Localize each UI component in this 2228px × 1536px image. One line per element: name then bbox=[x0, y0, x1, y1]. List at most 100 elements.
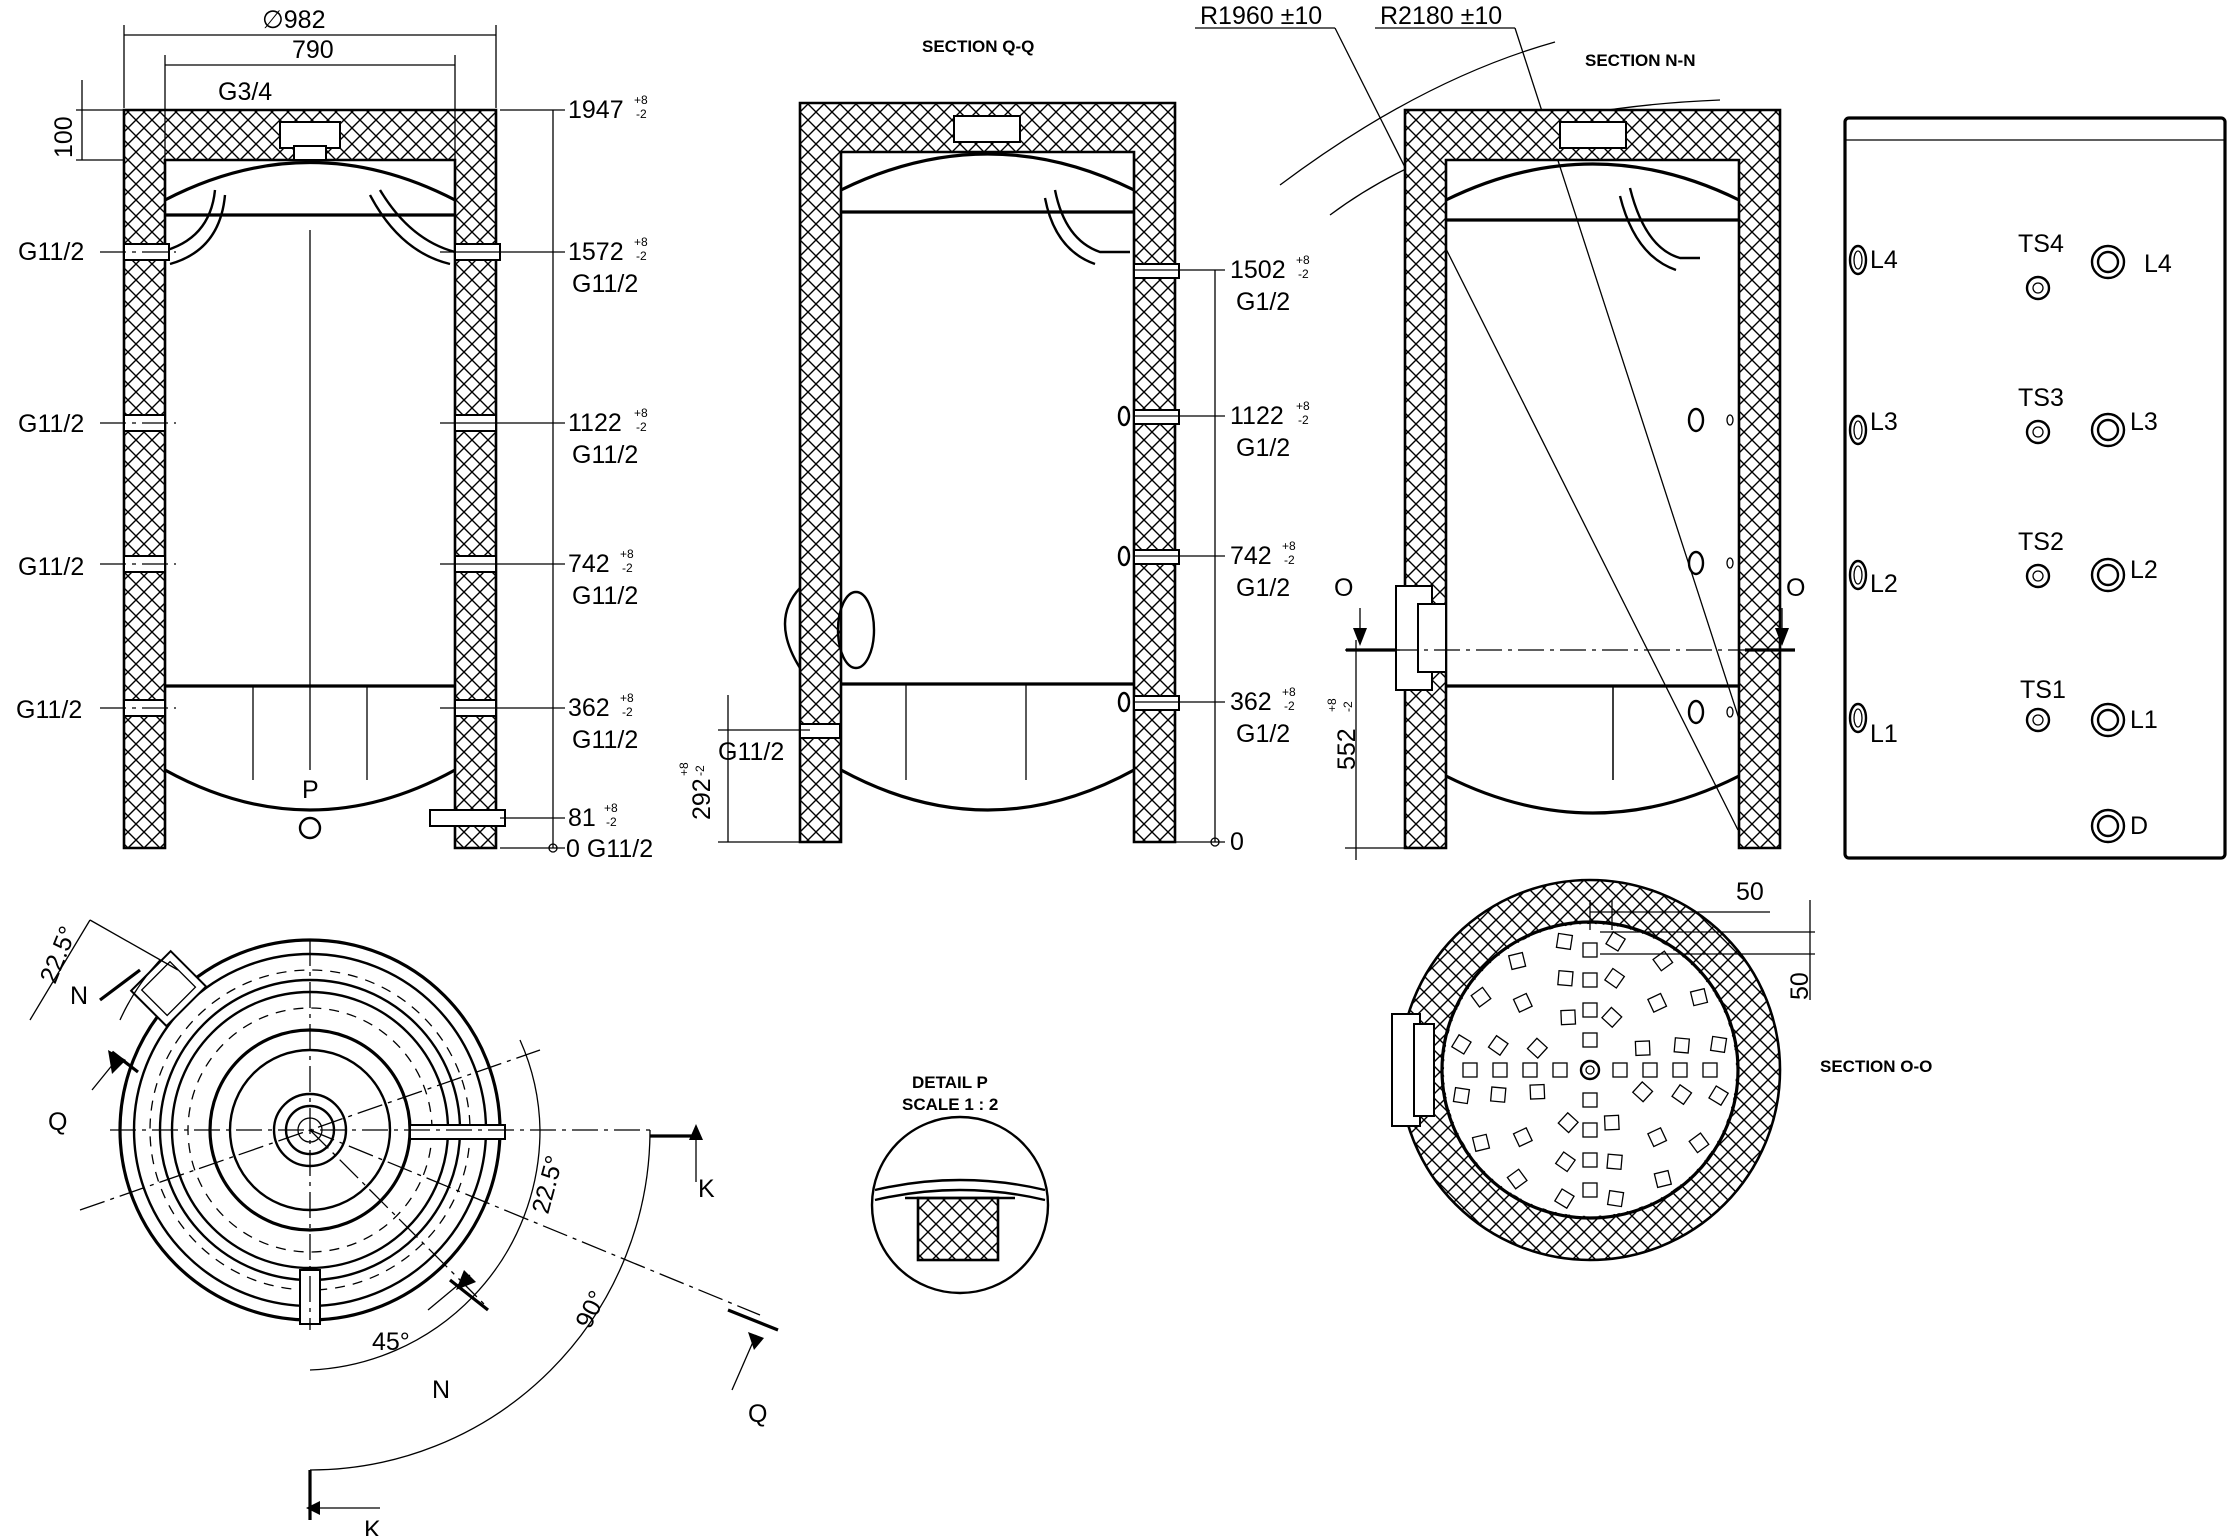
qq-drain-thread: G11/2 bbox=[718, 738, 784, 766]
oo-hole bbox=[1553, 1188, 1575, 1210]
radius-inner-label: R1960 ±10 bbox=[1200, 2, 1322, 30]
qq-height-742: 742 +8 -2 G1/2 bbox=[1230, 539, 1296, 602]
section-mark-q-left: Q bbox=[48, 1108, 67, 1136]
oo-hole bbox=[1582, 1182, 1598, 1198]
svg-text:-2: -2 bbox=[636, 249, 647, 263]
svg-text:1122: 1122 bbox=[568, 409, 622, 437]
port-label-l2: L2 bbox=[1870, 570, 1898, 598]
sensor-label-ts2: TS2 bbox=[2018, 528, 2064, 556]
oo-hole bbox=[1708, 1085, 1730, 1107]
svg-text:+8: +8 bbox=[620, 547, 634, 561]
qq-drain-height: 292 bbox=[688, 778, 716, 820]
front-height-ticks bbox=[440, 109, 565, 849]
svg-text:G11/2: G11/2 bbox=[572, 270, 638, 298]
svg-text:G11/2: G11/2 bbox=[572, 441, 638, 469]
svg-text:G1/2: G1/2 bbox=[1236, 720, 1290, 748]
svg-text:+8: +8 bbox=[1325, 698, 1339, 712]
oo-hole bbox=[1605, 930, 1627, 952]
top-manhole bbox=[129, 949, 208, 1028]
qq-height-362: 362 +8 -2 G1/2 bbox=[1230, 685, 1296, 748]
oo-hole bbox=[1582, 1002, 1598, 1018]
oo-hole bbox=[1612, 1062, 1628, 1078]
svg-text:-2: -2 bbox=[1341, 701, 1355, 712]
svg-text:+8: +8 bbox=[634, 235, 648, 249]
svg-text:362: 362 bbox=[568, 694, 610, 722]
insulation-top-dimension: 100 bbox=[50, 116, 78, 158]
svg-text:+8: +8 bbox=[620, 691, 634, 705]
oo-hole bbox=[1555, 932, 1574, 951]
oo-hole bbox=[1522, 1062, 1538, 1078]
svg-text:-2: -2 bbox=[1284, 699, 1295, 713]
side-view: L4 L3 L2 L1 TS4 TS3 TS2 TS1 L4 L3 L2 L1 … bbox=[1843, 116, 2227, 860]
svg-text:1122: 1122 bbox=[1230, 402, 1284, 430]
detail-p: DETAIL P SCALE 1 : 2 bbox=[870, 1073, 1050, 1295]
left-port-label: G11/2 bbox=[18, 238, 84, 266]
section-nn-title: SECTION N-N bbox=[1585, 51, 1696, 70]
qq-insulation bbox=[798, 101, 1177, 844]
oo-hole bbox=[1506, 1168, 1528, 1190]
oo-hole bbox=[1647, 992, 1668, 1013]
height-1572: 1572 +8 -2 G11/2 bbox=[568, 235, 648, 298]
section-qq-title: SECTION Q-Q bbox=[922, 37, 1034, 56]
oo-hole bbox=[1689, 987, 1709, 1007]
section-mark-k-right: K bbox=[698, 1175, 715, 1203]
flange-height-dimension: 552 bbox=[1333, 728, 1361, 770]
oo-hole bbox=[1462, 1062, 1478, 1078]
oo-hole bbox=[1671, 1083, 1693, 1106]
detail-p-title: DETAIL P bbox=[912, 1073, 988, 1092]
detail-mark-p: P bbox=[302, 776, 319, 804]
svg-text:-2: -2 bbox=[1284, 553, 1295, 567]
svg-text:1947: 1947 bbox=[568, 96, 624, 124]
svg-text:-2: -2 bbox=[606, 815, 617, 829]
sensor-label-ts3: TS3 bbox=[2018, 384, 2064, 412]
inner-width-dimension: 790 bbox=[292, 36, 334, 64]
oo-hole bbox=[1489, 1086, 1507, 1103]
oo-hole bbox=[1507, 951, 1527, 971]
oo-hole bbox=[1631, 1081, 1654, 1103]
port-label-l1: L1 bbox=[1870, 720, 1898, 748]
svg-text:G11/2: G11/2 bbox=[572, 726, 638, 754]
height-1122: 1122 +8 -2 G11/2 bbox=[568, 406, 648, 469]
arc-90 bbox=[309, 1129, 651, 1471]
detail-p-scale: SCALE 1 : 2 bbox=[902, 1095, 998, 1114]
oo-hole bbox=[1560, 1009, 1577, 1026]
oo-hole bbox=[1582, 1032, 1598, 1048]
oo-hole bbox=[1552, 1062, 1568, 1078]
oo-hole bbox=[1470, 986, 1492, 1008]
angle-45-label: 45° bbox=[372, 1328, 410, 1356]
section-mark-o-right: O bbox=[1786, 574, 1805, 602]
bottom-drain bbox=[298, 816, 322, 840]
port-label-l1-right: L1 bbox=[2130, 706, 2158, 734]
oo-hole bbox=[1647, 1127, 1668, 1148]
svg-text:-2: -2 bbox=[1298, 267, 1309, 281]
svg-text:-2: -2 bbox=[622, 705, 633, 719]
qq-height-1122: 1122 +8 -2 G1/2 bbox=[1230, 399, 1310, 462]
svg-text:-2: -2 bbox=[693, 765, 707, 776]
left-port-label: G11/2 bbox=[16, 696, 82, 724]
oo-hole bbox=[1702, 1062, 1718, 1078]
front-port-collars bbox=[123, 243, 506, 827]
right-port-row bbox=[2090, 244, 2126, 844]
svg-text:G1/2: G1/2 bbox=[1236, 574, 1290, 602]
section-mark-n-bottom: N bbox=[432, 1376, 450, 1404]
oo-hole bbox=[1688, 1132, 1710, 1154]
radius-outer-label: R2180 ±10 bbox=[1380, 2, 1502, 30]
diameter-dimension: ∅982 bbox=[262, 6, 326, 34]
angle-right-label: 22.5° bbox=[527, 1153, 569, 1217]
left-port-label: G11/2 bbox=[18, 553, 84, 581]
angle-top-label: 22.5° bbox=[35, 922, 83, 987]
section-nn: SECTION N-N R1960 ±10 R2180 ±10 O O bbox=[1195, 2, 1805, 860]
svg-text:362: 362 bbox=[1230, 688, 1272, 716]
oo-hole bbox=[1652, 950, 1674, 972]
oo-hole bbox=[1603, 1114, 1620, 1131]
oo-hole bbox=[1653, 1169, 1673, 1189]
oo-hole bbox=[1582, 1152, 1598, 1168]
svg-text:81: 81 bbox=[568, 804, 596, 832]
section-mark-n-top: N bbox=[70, 982, 88, 1010]
top-thread-label: G3/4 bbox=[218, 78, 272, 106]
sensor-label-ts1: TS1 bbox=[2020, 676, 2066, 704]
section-mark-k-bottom: K bbox=[364, 1516, 381, 1536]
port-label-d: D bbox=[2130, 812, 2148, 840]
svg-text:1502: 1502 bbox=[1230, 256, 1286, 284]
oo-hole bbox=[1450, 1033, 1472, 1055]
